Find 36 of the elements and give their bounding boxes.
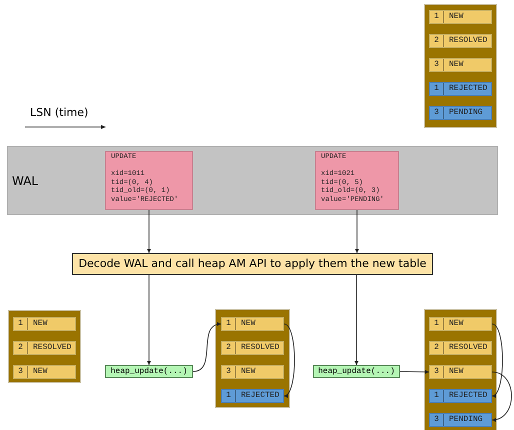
table-row: 3 NEW [429, 58, 492, 72]
band-label: WAL [12, 174, 38, 188]
table-row: 2 RESOLVED [429, 341, 492, 355]
function-call-box: heap_update(...) [313, 365, 400, 378]
function-call-box: heap_update(...) [105, 365, 193, 378]
table-row: 3 NEW [13, 365, 76, 379]
table-row: 2 RESOLVED [221, 341, 284, 355]
table-row: 1 REJECTED [429, 389, 492, 403]
table-panel [424, 4, 497, 128]
table-panel [215, 309, 290, 408]
arrow [147, 274, 151, 366]
table-row: 1 REJECTED [221, 389, 284, 403]
table-panel [8, 310, 81, 383]
table-row: 3 PENDING [429, 413, 492, 427]
table-row: 3 PENDING [429, 106, 492, 120]
arrow [355, 210, 359, 254]
table-row: 1 NEW [13, 317, 76, 331]
arrow [492, 324, 503, 396]
arrow [400, 370, 430, 374]
table-panel [424, 309, 497, 430]
table-row: 2 RESOLVED [13, 341, 76, 355]
arrow [354, 274, 358, 366]
axis-label: LSN (time) [30, 106, 88, 119]
table-row: 3 NEW [221, 365, 284, 379]
arrow [284, 324, 295, 396]
table-row: 2 RESOLVED [429, 34, 492, 48]
process-box: Decode WAL and call heap AM API to apply them the new table [72, 253, 433, 275]
table-row: 1 NEW [429, 317, 492, 331]
arrow [492, 372, 512, 422]
table-row: 1 REJECTED [429, 82, 492, 96]
table-row: 3 NEW [429, 365, 492, 379]
table-row: 1 NEW [429, 10, 492, 24]
wal-band [7, 146, 498, 215]
arrow [192, 322, 222, 372]
table-row: 1 NEW [221, 317, 284, 331]
arrow [147, 210, 151, 254]
